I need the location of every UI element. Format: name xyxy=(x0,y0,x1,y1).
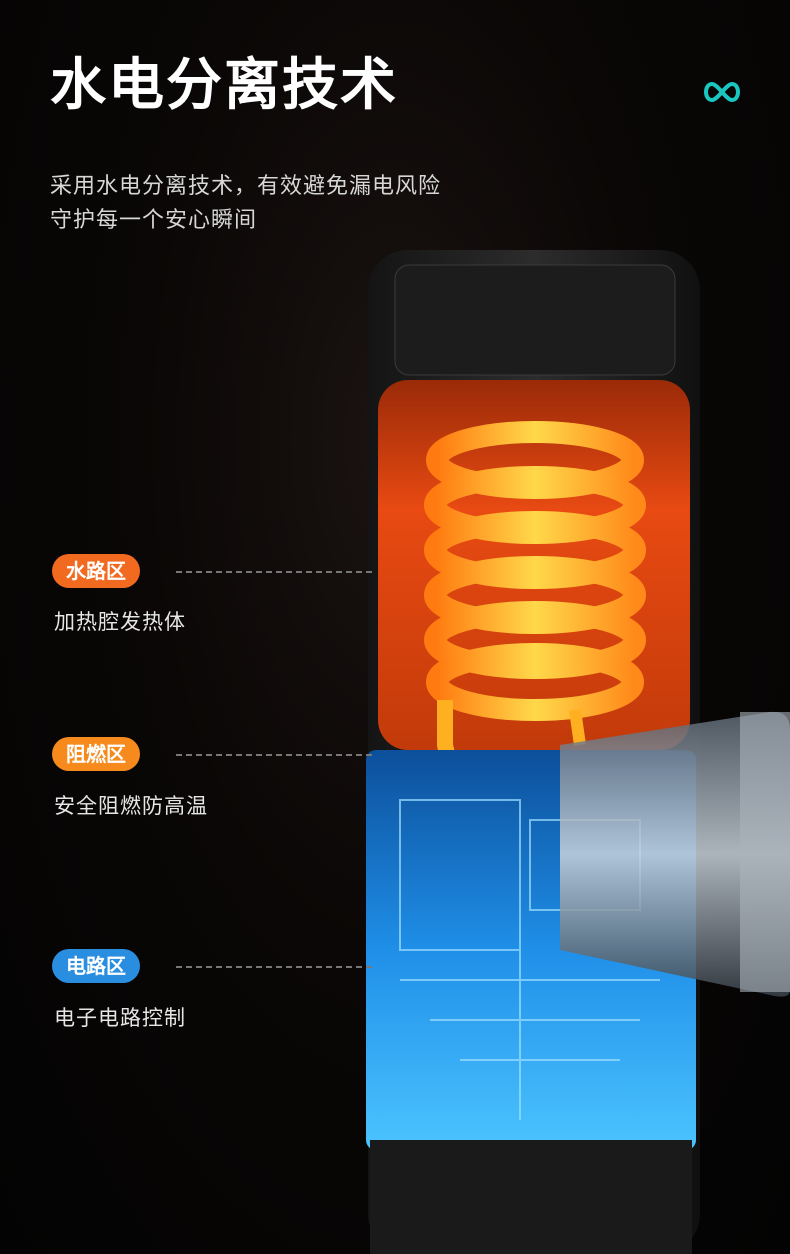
zone-desc-water: 加热腔发热体 xyxy=(54,610,186,634)
subtitle-line-2: 守护每一个安心瞬间 xyxy=(50,208,258,233)
infinity-icon xyxy=(704,81,740,103)
zone-desc-electric: 电子电路控制 xyxy=(54,1006,186,1030)
zone-desc-flame: 安全阻燃防高温 xyxy=(54,794,208,818)
subtitle: 采用水电分离技术，有效避免漏电风险 守护每一个安心瞬间 xyxy=(50,170,441,238)
subtitle-line-1: 采用水电分离技术，有效避免漏电风险 xyxy=(50,174,442,199)
zone-badge-electric: 电路区 xyxy=(52,949,140,983)
page-title: 水电分离技术 xyxy=(50,53,398,118)
zone-badge-flame: 阻燃区 xyxy=(52,737,140,771)
zone-badge-water: 水路区 xyxy=(52,554,140,588)
zone-connector-electric xyxy=(176,966,372,968)
zone-connector-water xyxy=(176,571,372,573)
zone-connector-flame xyxy=(176,754,372,756)
